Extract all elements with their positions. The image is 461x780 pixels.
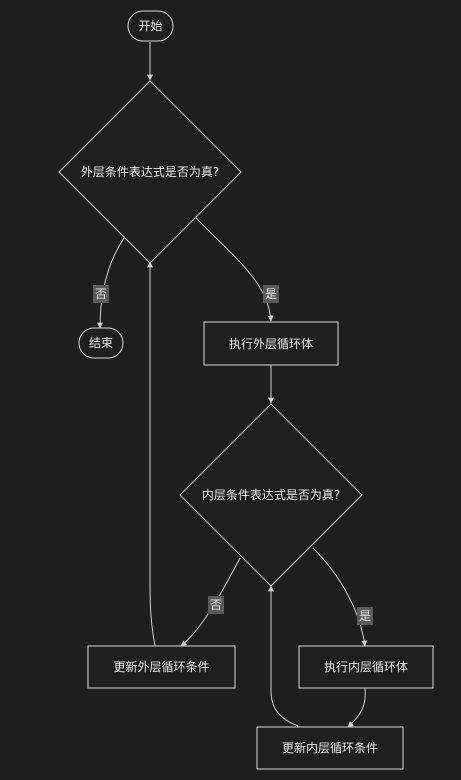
node-update-inner[interactable]: 更新内层循环条件 [256,726,404,770]
nodes: 开始 外层条件表达式是否为真? 结束 执行外层循环体 内层条件表达式是否为真? … [58,10,434,770]
edge-outer-condition-to-end [97,237,125,329]
edge-outer-condition-to-outer-body [195,217,274,322]
node-inner-body-label: 执行内层循环体 [324,660,408,674]
node-update-outer[interactable]: 更新外层循环条件 [87,645,236,689]
node-outer-condition[interactable]: 外层条件表达式是否为真? [58,80,242,264]
edge-inner-body-to-update-inner [347,687,366,728]
edge-label-outer-no-text: 否 [95,287,107,301]
node-inner-condition[interactable]: 内层条件表达式是否为真? [179,403,363,587]
node-update-inner-label: 更新内层循环条件 [282,740,378,755]
node-outer-body[interactable]: 执行外层循环体 [203,321,339,366]
node-start[interactable]: 开始 [127,10,174,42]
node-update-outer-label: 更新外层循环条件 [113,659,209,674]
edge-label-outer-yes-text: 是 [265,287,277,301]
edge-inner-condition-to-inner-body [312,547,368,647]
edge-labels: 否 是 否 是 [93,285,373,625]
edge-label-inner-yes-text: 是 [359,609,371,623]
node-end-label: 结束 [89,336,113,350]
edge-label-inner-yes: 是 [357,607,373,625]
node-end[interactable]: 结束 [78,327,124,359]
edge-label-outer-no: 否 [93,285,109,303]
node-outer-condition-label: 外层条件表达式是否为真? [81,165,219,179]
edge-update-outer-to-outer-condition [147,261,156,647]
node-inner-condition-label: 内层条件表达式是否为真? [202,488,340,502]
edge-label-inner-no-text: 否 [210,598,222,612]
edge-update-inner-to-inner-condition [268,585,299,727]
node-outer-body-label: 执行外层循环体 [229,337,313,351]
node-start-label: 开始 [138,19,162,33]
edge-label-inner-no: 否 [208,596,224,614]
edge-label-outer-yes: 是 [263,285,279,303]
node-inner-body[interactable]: 执行内层循环体 [298,645,434,689]
